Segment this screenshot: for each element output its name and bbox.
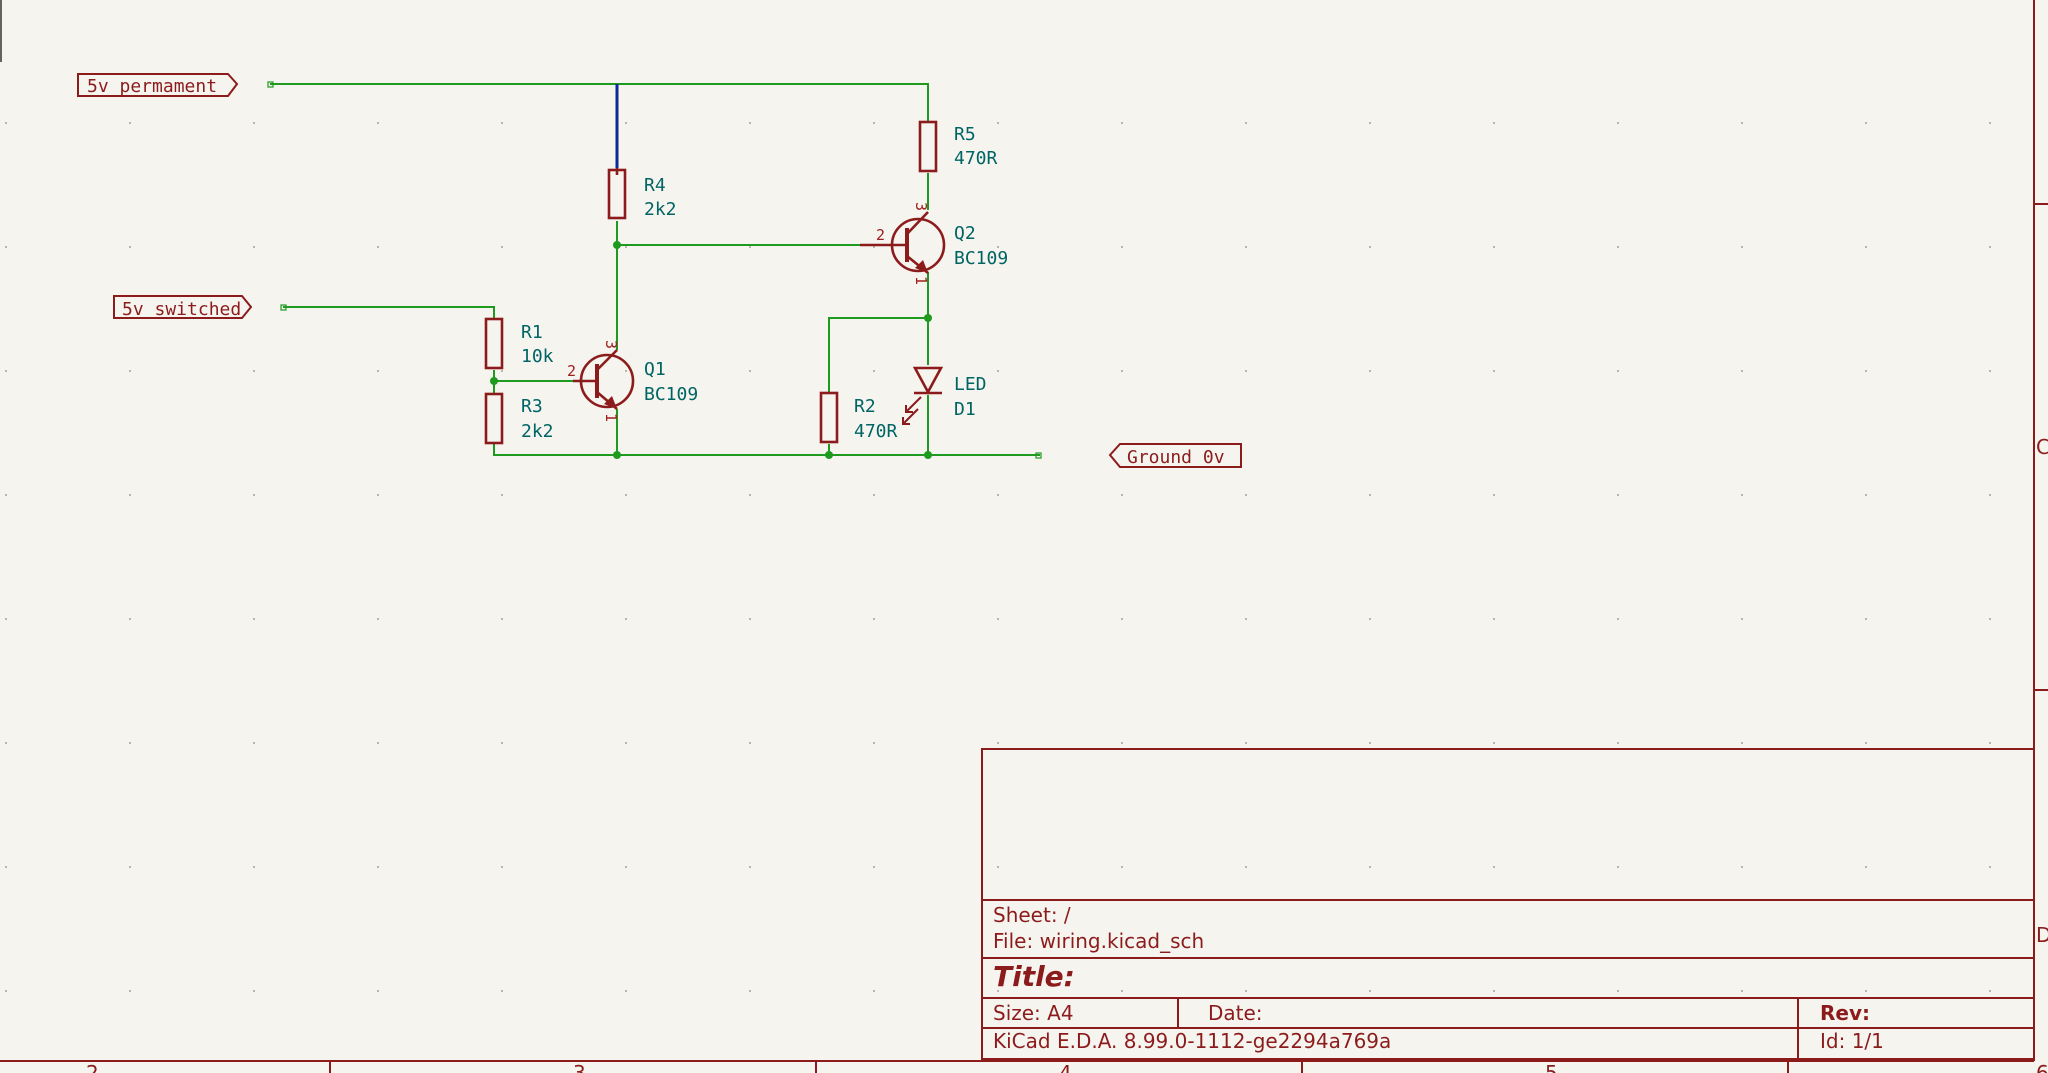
global-label-5v-switched[interactable]: 5v switched [113,295,253,320]
grid-dots [5,122,1991,992]
border-column-label: 2 [86,1061,99,1073]
resistor-r2[interactable]: R2 470R [819,391,898,444]
global-label-text: 5v permament [87,76,217,97]
pin-number: 1 [602,413,620,422]
value-field: 10k [521,346,554,367]
reference-field: R2 [854,396,876,417]
pin-number: 3 [602,340,620,349]
kicad-version: KiCad E.D.A. 8.99.0-1112-ge2294a769a [993,1029,1391,1053]
title-block: Sheet: / File: wiring.kicad_sch Title: S… [981,748,2035,1060]
value-field: 470R [954,148,998,169]
file-name: File: wiring.kicad_sch [993,929,1204,953]
border-row-label: C [2036,435,2048,459]
pin-number: 2 [876,226,885,244]
border-column-label: 3 [573,1061,586,1073]
resistor-r3[interactable]: R3 2k2 [484,392,554,445]
pin-number: 1 [912,276,930,285]
rev-label: Rev: [1820,1001,1870,1025]
size-label: Size: A4 [993,1001,1074,1025]
value-field: BC109 [644,384,698,405]
pin-number: 3 [912,202,930,211]
reference-field: R5 [954,124,976,145]
sheet-id: Id: 1/1 [1820,1029,1884,1053]
transistor-q2[interactable]: 2 3 1 Q2 BC109 [860,202,1008,285]
wire-end-markers [267,81,1042,459]
border-column-label: 5 [1545,1061,1558,1073]
junctions [490,241,932,459]
border-column-label: 4 [1059,1061,1072,1073]
border-row-label: D [2036,923,2048,947]
sheet-path: Sheet: / [993,903,1071,927]
value-field: 470R [854,421,898,442]
pin-number: 2 [567,362,576,380]
reference-field: Q2 [954,223,976,244]
date-label: Date: [1208,1001,1263,1025]
global-label-text: 5v switched [122,299,241,320]
resistor-r4[interactable]: R4 2k2 [607,168,677,220]
resistor-r5[interactable]: R5 470R [918,120,998,173]
value-field: BC109 [954,248,1008,269]
reference-field: Q1 [644,359,666,380]
global-label-ground[interactable]: Ground 0v [1108,443,1242,468]
resistor-r1[interactable]: R1 10k [484,317,554,370]
reference-field: D1 [954,399,976,420]
title-label: Title: [993,960,1075,993]
global-label-5v-permanent[interactable]: 5v permament [77,73,239,97]
value-field: LED [954,374,987,395]
led-d1[interactable]: LED D1 [902,366,987,425]
border-column-label: 6 [2036,1061,2048,1073]
value-field: 2k2 [521,421,554,442]
reference-field: R4 [644,175,666,196]
global-label-text: Ground 0v [1127,447,1225,468]
reference-field: R1 [521,322,543,343]
wires[interactable] [270,83,1040,456]
transistor-q1[interactable]: 2 3 1 Q1 BC109 [567,340,698,422]
reference-field: R3 [521,396,543,417]
value-field: 2k2 [644,199,677,220]
